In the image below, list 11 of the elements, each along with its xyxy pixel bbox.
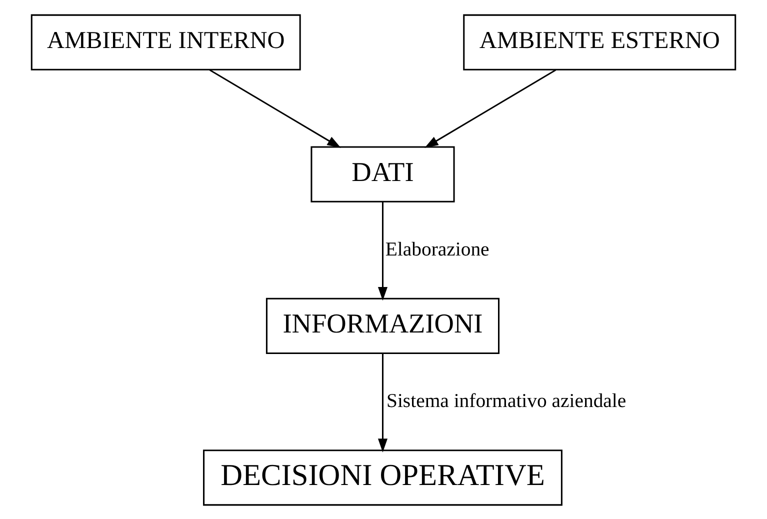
- arrow: [378, 352, 388, 452]
- edge-label: Elaborazione: [385, 238, 490, 260]
- node-box: DECISIONI OPERATIVE: [203, 449, 562, 506]
- arrow: [378, 201, 388, 300]
- node-box: AMBIENTE ESTERNO: [463, 14, 736, 70]
- arrow: [209, 68, 341, 148]
- arrow: [424, 68, 556, 148]
- edge-label: Sistema informativo aziendale: [386, 389, 626, 412]
- node-box: INFORMAZIONI: [266, 297, 500, 354]
- node-box: DATI: [310, 146, 455, 202]
- node-box: AMBIENTE INTERNO: [30, 14, 301, 70]
